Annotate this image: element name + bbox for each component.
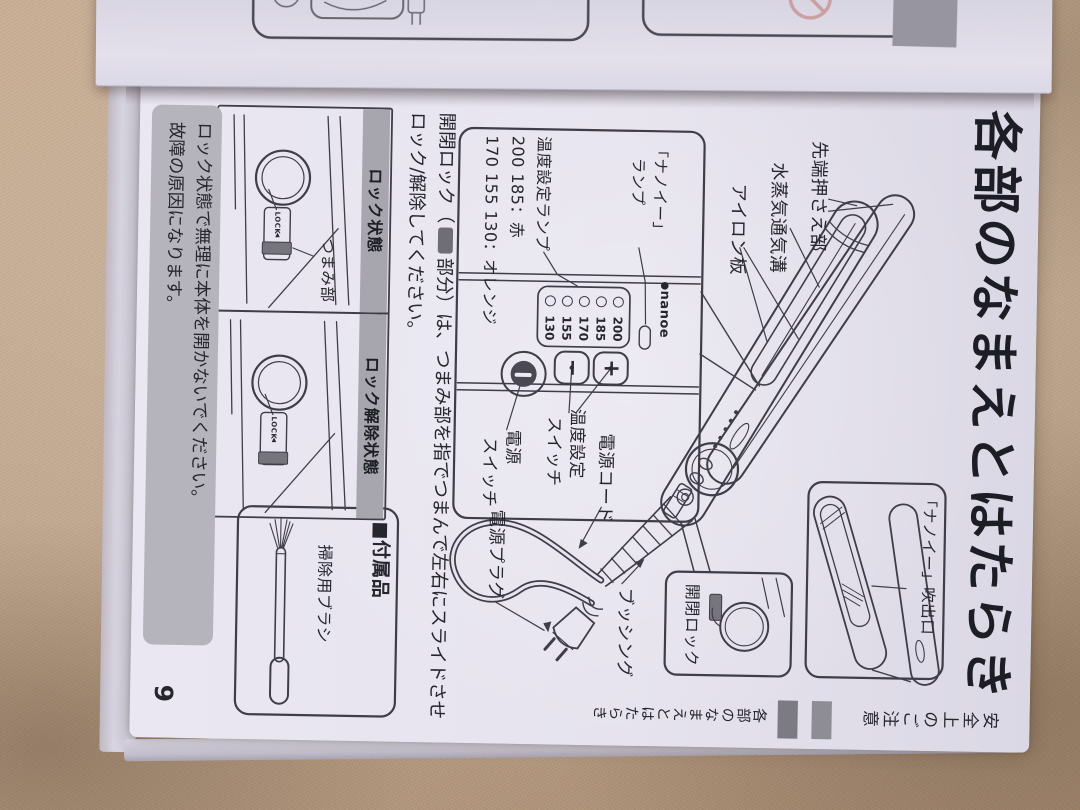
- power-plug-art: [543, 596, 604, 662]
- header-locked-state: ロック状態: [359, 109, 391, 313]
- label-power-cord: 電源コード: [594, 433, 616, 524]
- lock-callout-bubble: [663, 518, 794, 678]
- line-art: [210, 104, 947, 718]
- flipped-previous-page: [95, 0, 1053, 94]
- nanoe-dot-icon: ●: [659, 281, 671, 291]
- lock-text-right: LOCK: [269, 416, 278, 440]
- lock-text-left: LOCK: [273, 211, 282, 235]
- lock-state-panels: [210, 104, 394, 521]
- flipped-tab-block: [892, 0, 959, 48]
- lamp-value-200: 200: [610, 316, 625, 342]
- label-nanoe-lamp-2: ランプ: [628, 157, 648, 206]
- page-number: 9: [148, 684, 179, 703]
- label-temp-lamp: 温度設定ランプ: [532, 136, 554, 252]
- lamp-value-185: 185: [593, 316, 608, 342]
- accessory-box: [233, 505, 400, 718]
- lamp-value-130: 130: [542, 315, 557, 341]
- brand-nanoe: ●nanoe: [656, 281, 673, 339]
- temp-up-button: +: [592, 351, 630, 386]
- note-line-1: ロック状態で無理に本体を開かないでください。: [187, 122, 214, 507]
- plug-icon: [407, 0, 426, 14]
- lock-arrow-left: ◀: [273, 232, 282, 238]
- tab-marker-parts: [777, 700, 798, 739]
- label-open-close-lock: 開閉ロック: [681, 583, 702, 667]
- accessories-header: ■付属品: [368, 521, 393, 599]
- label-power-switch-1: 電源: [502, 429, 523, 465]
- lock-part-color-swatch: [437, 227, 454, 254]
- label-temp-switch-1: 温度設定: [565, 408, 588, 480]
- label-power-switch-2: スイッチ: [478, 437, 500, 508]
- tab-parts-names: 各部のなまえとはたらき: [591, 703, 768, 725]
- hinge-lock-slider: [663, 483, 693, 519]
- flipped-page-art: [251, 0, 959, 48]
- iron-illustration: [449, 194, 916, 662]
- temp-down-button: −: [553, 350, 591, 386]
- lock-arrow-right: ◀: [270, 437, 278, 443]
- note-line-2: 故障の原因になります。: [162, 121, 186, 313]
- lamp-value-155: 155: [559, 315, 574, 341]
- control-panel-inset: [452, 126, 706, 523]
- label-tip-press: 先端押さえ部: [806, 140, 830, 253]
- lock-thumb-unlocked: [258, 451, 289, 465]
- caution-note-box: ロック状態で無理に本体を開かないでください。 故障の原因になります。: [142, 104, 223, 646]
- label-power-plug: 電源プラグ: [484, 509, 507, 600]
- outlet-inset: [804, 481, 947, 686]
- lock-thumb-locked: [261, 241, 292, 255]
- label-temp-lamp-red: 200 185：赤: [506, 135, 528, 239]
- lamp-value-170: 170: [576, 315, 591, 342]
- header-unlocked-state: ロック解除状態: [356, 314, 387, 519]
- label-temp-switch-2: スイッチ: [542, 416, 564, 487]
- label-temp-lamp-orange: 170 155 130：オレンジ: [479, 135, 502, 326]
- label-nanoe-lamp-1: 「ナノイー」: [650, 142, 670, 238]
- leader-arrowheads: [543, 538, 645, 633]
- prohibition-icon: [788, 0, 833, 20]
- tab-safety-precautions: 安全上のご注意: [859, 705, 1000, 729]
- label-cleaning-brush: 掃除用ブラシ: [313, 544, 335, 644]
- label-iron-plate: アイロン板: [726, 183, 749, 276]
- manual-page: 各部のなまえとはたらき 安全上のご注意 各部のなまえとはたらき 先端押さえ部 水…: [129, 67, 1041, 753]
- page-title: 各部のなまえとはたらき: [957, 109, 1027, 704]
- label-knob: つまみ部: [317, 238, 337, 303]
- tab-marker-safety: [811, 701, 832, 740]
- power-cord-art: [449, 519, 605, 607]
- cleaning-brush-art: [268, 517, 294, 705]
- label-steam-vent: 水蒸気通気溝: [766, 162, 790, 274]
- leader-lines: [494, 198, 894, 631]
- label-nanoe-outlet: 「ナノイー」吹出口: [918, 491, 939, 636]
- label-bushing: ブッシング: [613, 587, 635, 678]
- instruction-line-2: ロック/解除してください。: [403, 111, 429, 340]
